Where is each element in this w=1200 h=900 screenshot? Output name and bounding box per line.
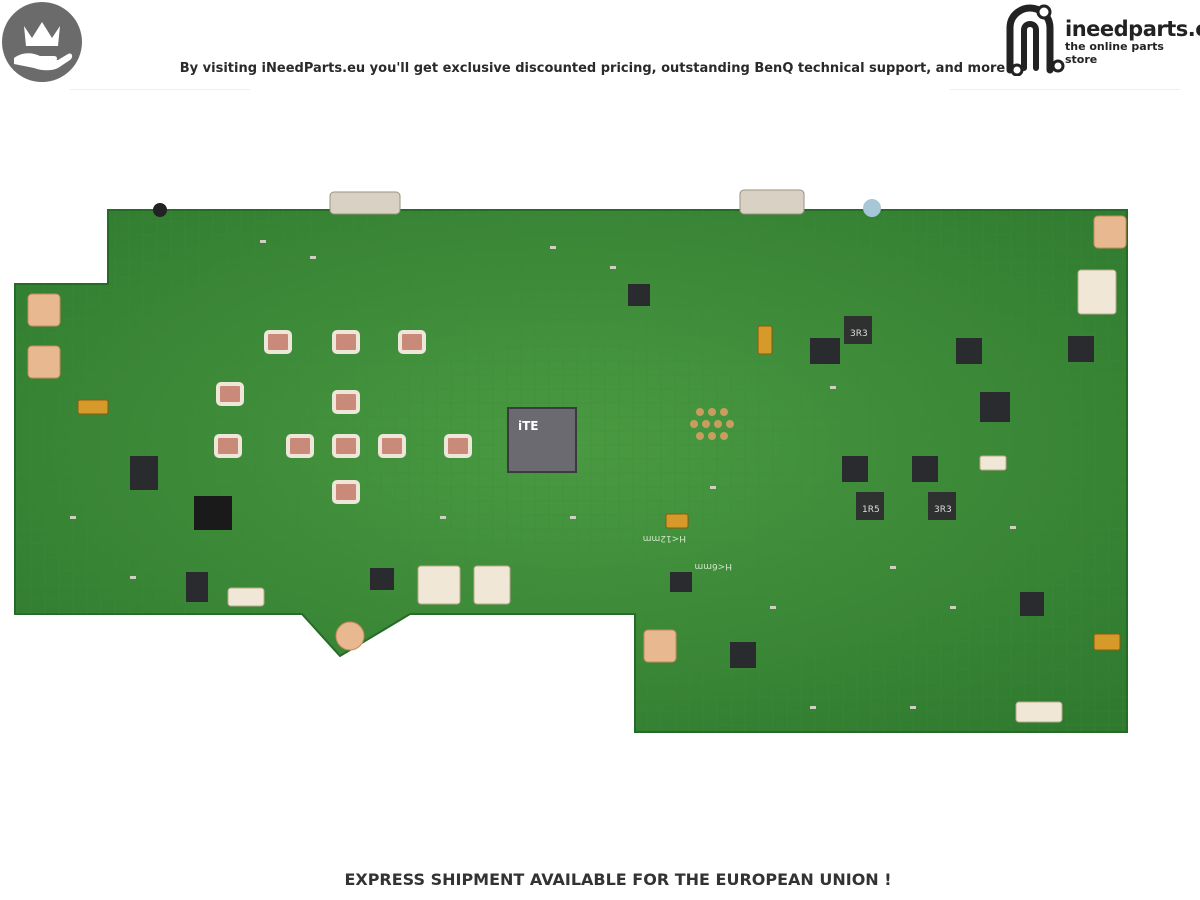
svg-text:1R5: 1R5 <box>862 505 880 515</box>
brand-badge[interactable] <box>2 2 82 82</box>
svg-text:iTE: iTE <box>518 419 539 433</box>
brand-subtitle: the online parts store <box>1065 40 1164 66</box>
divider-line-left <box>70 89 250 90</box>
silkscreen-label: H<12mm <box>643 533 686 543</box>
brand-name[interactable]: ineedparts.eu <box>1065 17 1200 41</box>
smd-components <box>70 240 1016 709</box>
promo-tagline: By visiting iNeedParts.eu you'll get exc… <box>179 61 1006 76</box>
push-buttons <box>214 330 472 504</box>
gold-contacts <box>77 325 1121 651</box>
brand-logo[interactable] <box>1000 2 1068 77</box>
mounting-pads <box>27 215 1127 663</box>
jack-blue <box>863 199 881 217</box>
jack-top <box>153 203 167 217</box>
small-ics <box>130 284 1094 668</box>
connector-top-right <box>739 189 805 215</box>
silkscreen-label: H<6mm <box>694 561 732 571</box>
inductors: 3R3 1R5 3R3 <box>844 316 956 520</box>
copper-pad-cluster <box>690 408 734 440</box>
main-chip: iTE <box>507 407 577 473</box>
white-connectors <box>227 269 1117 723</box>
divider-line-right <box>950 89 1180 90</box>
pcb-photo: iTE 3R3 1R5 3R3 <box>14 189 1128 733</box>
n-circuit-logo-icon <box>1006 4 1065 77</box>
crown-on-hand-icon <box>14 22 73 71</box>
connector-top-left <box>329 191 401 215</box>
shipping-notice: EXPRESS SHIPMENT AVAILABLE FOR THE EUROP… <box>344 870 892 889</box>
svg-text:3R3: 3R3 <box>934 505 952 515</box>
svg-text:3R3: 3R3 <box>850 329 868 339</box>
